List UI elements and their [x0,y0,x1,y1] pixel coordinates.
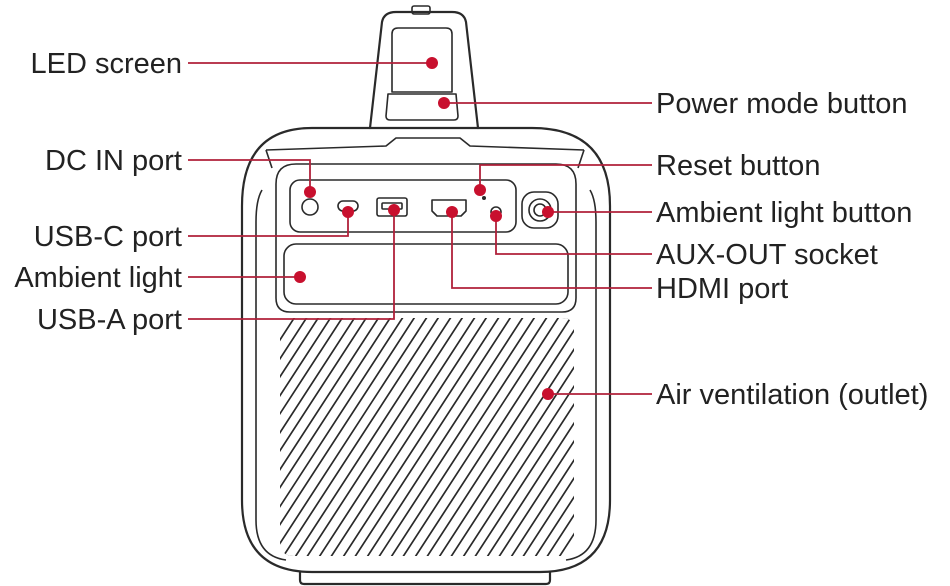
vent-slot-inner [280,318,327,556]
label-ambient-light: Ambient light [14,262,182,294]
vent-slot-inner [461,318,574,556]
vent-slot-inner [413,318,574,556]
ambient-light-button-shape [521,191,559,229]
vent-slot-inner [280,318,423,556]
top-ledge [265,137,585,151]
dot-ambient-light-button [542,206,554,218]
port-strip [289,179,517,233]
vent-slot-inner [586,285,778,580]
dot-air-ventilation [542,388,554,400]
vent-slot-inner [389,318,574,556]
label-air-ventilation: Air ventilation (outlet) [656,379,928,411]
vent-slot-inner [533,318,574,556]
callout-labels: LED screen Power mode button DC IN port … [14,48,928,411]
ledge-inner-left [265,149,273,169]
top-handle [368,10,480,130]
vent-slot [556,318,574,556]
dot-reset-button [474,184,486,196]
callout-lines [188,62,652,395]
label-usb-c-port: USB-C port [34,221,182,253]
callout-dots [294,57,554,400]
left-inner-wall [255,189,287,561]
dot-usb-a-port [388,204,400,216]
dot-power-mode-button [438,97,450,109]
leader-hdmi-port [451,212,652,289]
vent-slot-inner [280,318,447,556]
label-dc-in-port: DC IN port [45,145,182,177]
air-vent-grille [280,285,802,580]
dot-dc-in-port [304,186,316,198]
vent-slot-inner [485,318,574,556]
body-outline [240,126,612,574]
leader-aux-out-socket [495,216,652,255]
usb-a-port-shape [376,197,408,217]
vent-slot-inner [317,318,519,556]
led-screen-window [391,27,453,93]
dot-usb-c-port [342,206,354,218]
vent-slot-inner [280,318,351,556]
power-mode-button-shape [385,93,459,121]
label-led-screen: LED screen [30,48,182,80]
vent-slot-inner [437,318,574,556]
dot-hdmi-port [446,206,458,218]
leader-reset-button [479,164,652,190]
vent-slot-inner [293,318,495,556]
vent-slot-inner [280,318,399,556]
vent-slot [586,285,778,580]
hdmi-port-shape [431,199,467,217]
dot-led-screen [426,57,438,69]
base-foot [298,570,552,586]
leader-usb-c-port [188,212,349,237]
dot-ambient-light [294,271,306,283]
leader-usb-a-port [188,210,395,320]
vent-slot-inner [557,318,574,556]
vent-slot-inner [341,318,543,556]
vent-slot-inner [610,285,802,580]
label-usb-a-port: USB-A port [37,304,182,336]
leader-dc-in-port [188,159,311,192]
vent-slot-inner [280,318,471,556]
handle-tab [411,5,431,15]
vent-slot-inner [509,318,574,556]
vent-slot [610,285,802,580]
label-aux-out-socket: AUX-OUT socket [656,239,878,271]
projector-body [240,5,802,586]
label-hdmi-port: HDMI port [656,273,788,305]
label-power-mode-button: Power mode button [656,88,907,120]
ambient-light-window [283,243,569,305]
label-ambient-light-button: Ambient light button [656,197,912,229]
dc-in-port-shape [301,198,319,216]
vent-slot-inner [365,318,567,556]
vent-slot-inner [280,318,375,556]
reset-button-pinhole [482,196,486,200]
rear-panel [275,163,577,313]
dot-aux-out-socket [490,210,502,222]
label-reset-button: Reset button [656,150,820,182]
right-inner-wall [565,189,597,561]
